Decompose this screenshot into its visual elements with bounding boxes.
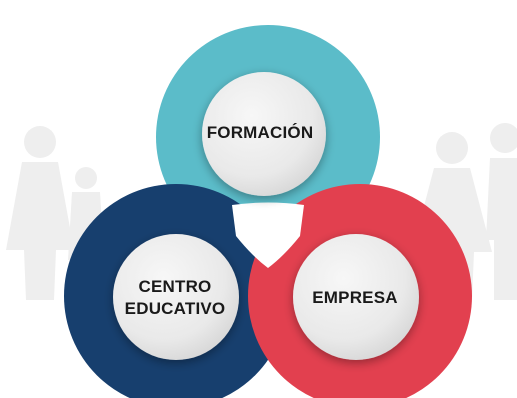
empresa-text: EMPRESA <box>312 288 398 307</box>
empresa-label: EMPRESA <box>290 284 420 312</box>
person-silhouette-left-woman <box>6 126 74 300</box>
formacion-inner-disc <box>202 72 326 196</box>
person-silhouette-right-man <box>486 123 517 300</box>
center-intersection-gap <box>232 202 304 268</box>
centro-text: CENTRO <box>138 277 212 296</box>
centro-educativo-label: CENTRO EDUCATIVO <box>109 272 241 324</box>
formacion-text: FORMACIÓN <box>206 123 314 142</box>
centro-educativo-inner-disc <box>113 234 239 360</box>
empresa-inner-disc <box>293 234 419 360</box>
formacion-label: FORMACIÓN <box>194 118 326 148</box>
educativo-text: EDUCATIVO <box>124 299 226 318</box>
